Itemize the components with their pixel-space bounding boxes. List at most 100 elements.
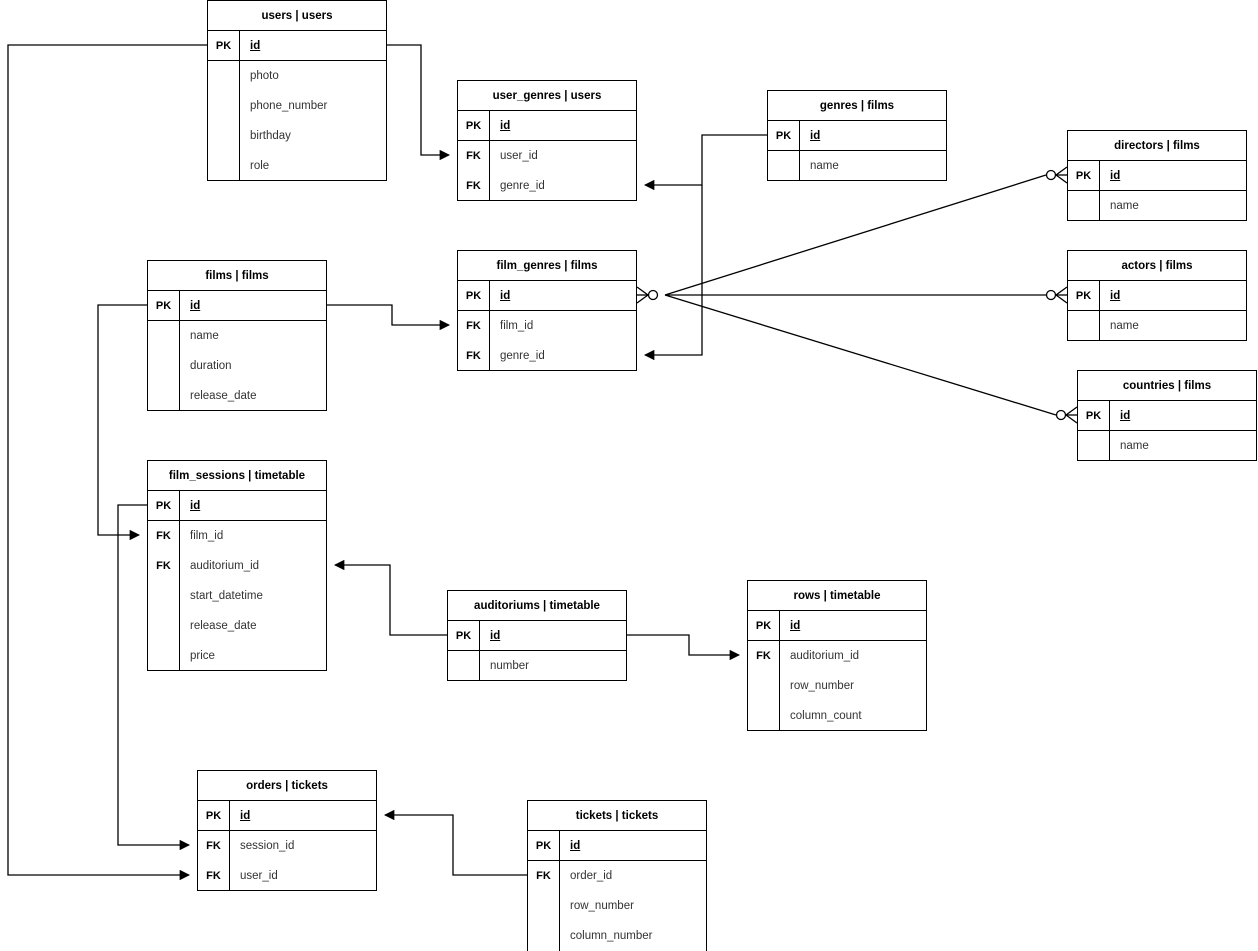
attribute-row[interactable]: name <box>1078 431 1256 461</box>
attribute-name-cell: column_number <box>560 921 706 951</box>
entity-title-films: films | films <box>148 261 326 291</box>
attribute-label: id <box>190 499 201 512</box>
attribute-name-cell: id <box>800 121 946 150</box>
attribute-label: birthday <box>250 130 291 142</box>
foreign-key-badge: FK <box>458 141 490 171</box>
attribute-row[interactable]: release_date <box>148 381 326 411</box>
attribute-label: order_id <box>570 870 613 882</box>
attribute-name-cell: user_id <box>490 141 636 171</box>
attribute-row[interactable]: birthday <box>208 121 386 151</box>
attribute-row[interactable]: column_number <box>528 921 706 951</box>
attribute-label: name <box>810 160 839 172</box>
attribute-label: release_date <box>190 620 257 632</box>
attribute-label: id <box>1110 169 1121 182</box>
attribute-name-cell: number <box>480 651 626 681</box>
attribute-row[interactable]: column_count <box>748 701 926 731</box>
entity-title-auditoriums: auditoriums | timetable <box>448 591 626 621</box>
rel-films-id-to-film_sessions-film_id <box>97 304 147 541</box>
attribute-name-cell: id <box>1100 281 1246 310</box>
attribute-name-cell: row_number <box>780 671 926 701</box>
attribute-row[interactable]: name <box>1068 191 1246 221</box>
attribute-label: row_number <box>790 680 854 692</box>
attribute-row[interactable]: row_number <box>748 671 926 701</box>
optional-marker-countries-id <box>1055 409 1067 421</box>
attribute-name-cell: session_id <box>230 831 376 861</box>
primary-key-badge: PK <box>1078 401 1110 430</box>
key-cell-empty <box>208 121 240 151</box>
entity-title-rows: rows | timetable <box>748 581 926 611</box>
attribute-label: id <box>500 119 511 132</box>
attribute-row[interactable]: FK order_id <box>528 861 706 891</box>
attribute-row[interactable]: start_datetime <box>148 581 326 611</box>
attribute-row[interactable]: name <box>1068 311 1246 341</box>
attribute-name-cell: start_datetime <box>180 581 326 611</box>
key-cell-empty <box>768 151 800 181</box>
attribute-row[interactable]: name <box>768 151 946 181</box>
key-cell-empty <box>148 381 180 411</box>
attribute-row[interactable]: row_number <box>528 891 706 921</box>
primary-key-badge: PK <box>528 831 560 860</box>
attribute-row[interactable]: number <box>448 651 626 681</box>
key-cell-empty <box>148 611 180 641</box>
entity-title-film_sessions: film_sessions | timetable <box>148 461 326 491</box>
key-cell-empty <box>148 641 180 671</box>
foreign-key-badge: FK <box>528 861 560 891</box>
attribute-row[interactable]: name <box>148 321 326 351</box>
attribute-row[interactable]: duration <box>148 351 326 381</box>
attribute-label: genre_id <box>500 350 545 362</box>
key-cell-empty <box>148 321 180 351</box>
rel-films-id-to-film_genres-film_id <box>327 304 451 331</box>
attribute-label: name <box>1110 320 1139 332</box>
entity-title-directors: directors | films <box>1068 131 1246 161</box>
attribute-name-cell: film_id <box>180 521 326 551</box>
attribute-label: start_datetime <box>190 590 263 602</box>
attribute-row[interactable]: phone_number <box>208 91 386 121</box>
attribute-name-cell: auditorium_id <box>780 641 926 671</box>
attribute-row[interactable]: release_date <box>148 611 326 641</box>
attribute-row[interactable]: role <box>208 151 386 181</box>
attribute-row[interactable]: price <box>148 641 326 671</box>
entity-title-user_genres: user_genres | users <box>458 81 636 111</box>
attribute-label: duration <box>190 360 232 372</box>
attribute-row[interactable]: photo <box>208 61 386 91</box>
attribute-name-cell: row_number <box>560 891 706 921</box>
